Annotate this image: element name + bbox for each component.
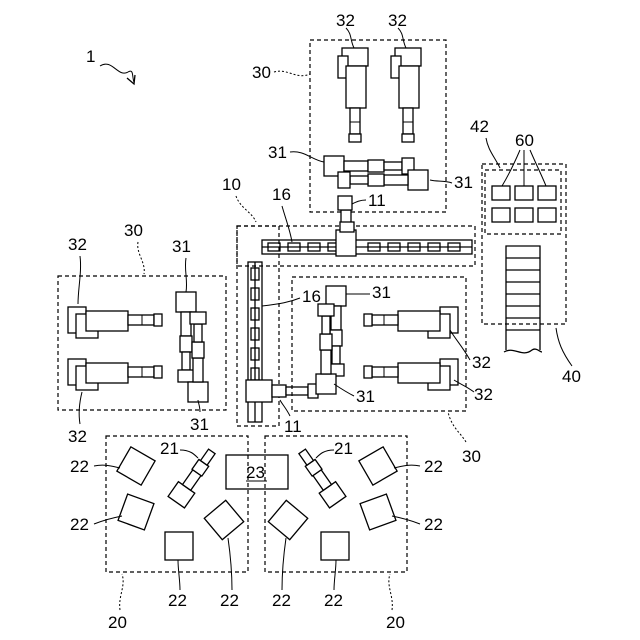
storage-device-top-left-label: 32 [336, 11, 355, 30]
processing-station-right-4 [268, 500, 307, 539]
storage-device-top-right [391, 48, 421, 142]
transfer-robot-bottom [246, 380, 318, 402]
processing-station-right-1 [359, 447, 397, 485]
processing-station-left-3-label: 22 [168, 591, 187, 610]
system-label-group: 1 [86, 47, 135, 84]
storage-unit-left: 30 32 32 31 31 [58, 221, 226, 446]
storage-unit-top-leader [274, 71, 310, 76]
processing-station-left-4-label: 22 [220, 591, 239, 610]
rail-top-label: 16 [272, 185, 291, 204]
storage-device-right-lower [364, 359, 458, 390]
processing-unit-right-label: 20 [386, 613, 405, 632]
rail-left-label: 16 [302, 287, 321, 306]
storage-device-right-upper [364, 307, 458, 338]
storage-device-right-lower-label: 32 [474, 385, 493, 404]
storage-robot-right-upper-label: 31 [372, 283, 391, 302]
system-arrowhead [127, 75, 135, 84]
cell-grid [492, 186, 556, 222]
cell-label: 60 [515, 131, 534, 150]
processing-unit-left: 20 22 22 22 22 21 [70, 436, 248, 632]
processing-robot-left-label: 21 [160, 439, 179, 458]
processing-station-right-2 [360, 494, 396, 530]
shelf-rack [504, 246, 542, 353]
processing-station-left-2 [118, 494, 154, 530]
rail-horizontal [262, 240, 472, 254]
center-device: 23 [226, 455, 288, 489]
processing-station-right-3-label: 22 [272, 591, 291, 610]
processing-station-left-1-label: 22 [70, 457, 89, 476]
storage-device-left-lower-label: 32 [68, 427, 87, 446]
storage-device-left-upper-label: 32 [68, 235, 87, 254]
storage-device-left-upper [68, 307, 162, 338]
storage-unit-left-label: 30 [124, 221, 143, 240]
storage-unit-right: 30 31 31 32 32 [292, 277, 493, 466]
processing-station-right-4-label: 22 [324, 591, 343, 610]
storage-unit-top: 30 32 32 31 31 [252, 11, 473, 212]
system-label: 1 [86, 47, 95, 66]
storage-robot-right-lower-label: 31 [356, 387, 375, 406]
transfer-robot-bottom-label: 11 [284, 417, 302, 436]
processing-robot-right-label: 21 [334, 439, 353, 458]
panel-label: 42 [470, 117, 489, 136]
processing-station-right-3 [321, 532, 349, 560]
storage-device-left-lower [68, 359, 162, 390]
storage-unit-right-label: 30 [462, 447, 481, 466]
storage-robot-top-lower-label: 31 [454, 173, 473, 192]
storage-device-top-right-label: 32 [388, 11, 407, 30]
processing-station-right-2-label: 22 [424, 515, 443, 534]
storage-robot-left-upper-label: 31 [172, 237, 191, 256]
transfer-unit-label: 10 [222, 175, 241, 194]
transfer-robot-top-label: 11 [368, 191, 386, 210]
transfer-unit: 10 16 16 [222, 175, 475, 436]
rack-unit: 42 60 40 [470, 117, 581, 386]
storage-device-right-upper-label: 32 [472, 353, 491, 372]
processing-station-left-3 [165, 532, 193, 560]
processing-station-left-4 [204, 500, 243, 539]
processing-unit-right: 20 22 22 22 22 21 [265, 436, 443, 632]
storage-robot-top-lower [338, 170, 428, 190]
processing-station-left-1 [117, 447, 155, 485]
storage-device-top-left [338, 48, 368, 142]
center-device-label: 23 [246, 463, 265, 482]
storage-unit-top-label: 30 [252, 63, 271, 82]
storage-robot-left-lower-label: 31 [190, 415, 209, 434]
rack-unit-label: 40 [562, 367, 581, 386]
processing-unit-left-label: 20 [108, 613, 127, 632]
processing-station-left-2-label: 22 [70, 515, 89, 534]
storage-robot-top-upper-label: 31 [268, 143, 287, 162]
processing-station-right-1-label: 22 [424, 457, 443, 476]
